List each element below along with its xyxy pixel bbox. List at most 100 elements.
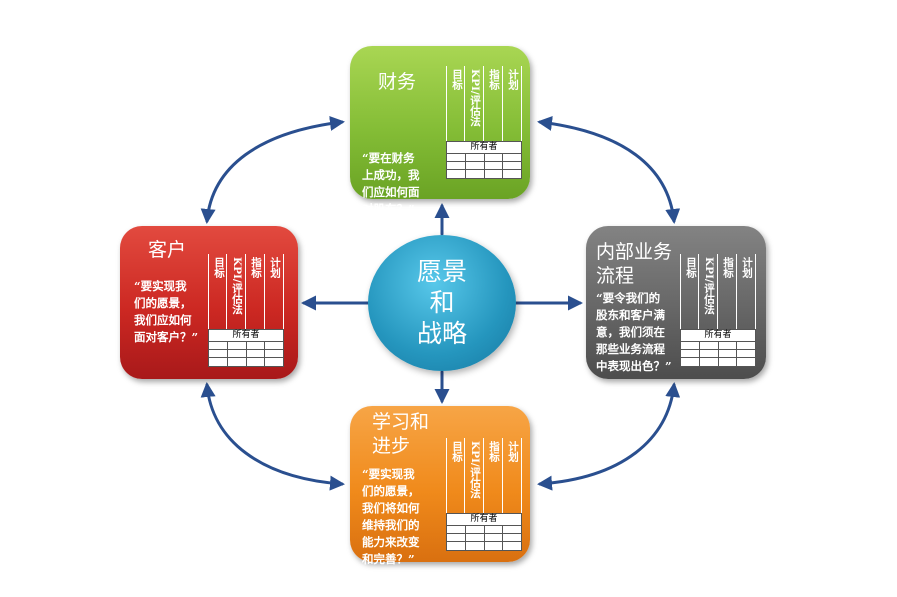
owner-table-cell — [503, 162, 521, 169]
owner-table-row — [209, 350, 283, 358]
customer-title: 客户 — [148, 238, 186, 262]
grid-header-label: 指标 — [722, 257, 734, 278]
customer-desc-line: “要实现我 — [134, 279, 187, 293]
owner-label: 所有者 — [447, 142, 521, 154]
owner-table-cell — [503, 534, 521, 541]
arrow-internal-learning — [537, 382, 681, 491]
grid-header-label: 指标 — [250, 257, 262, 278]
owner-table-cell — [466, 162, 485, 169]
owner-table: 所有者 — [446, 141, 522, 179]
owner-table-cell — [737, 358, 755, 366]
customer-grid: 目标 KPI/评估法指标计划所有者 — [208, 254, 284, 367]
grid-header-column: 目标 — [208, 254, 227, 329]
grid-header-label: KPI/评估法 — [231, 257, 243, 315]
finance-desc-line: 对股东？” — [362, 202, 415, 216]
internal-desc-line: 股东和客户满 — [596, 308, 665, 322]
owner-table-cell — [466, 170, 485, 178]
owner-table-cell — [719, 350, 738, 357]
grid-header-column: 指标 — [246, 254, 265, 329]
internal-process-title: 内部业务流程 — [596, 240, 672, 288]
finance-desc-line: 上成功，我 — [362, 168, 420, 182]
grid-header-label: 目标 — [213, 257, 225, 278]
internal-desc-line: 意，我们须在 — [596, 325, 665, 339]
learning-title: 学习和进步 — [372, 410, 429, 458]
grid-header-column: 计划 — [503, 66, 522, 141]
owner-table-row — [447, 534, 521, 542]
owner-table-cell — [466, 154, 485, 161]
grid-header-label: 计划 — [269, 257, 281, 278]
owner-table-cell — [719, 358, 738, 366]
learning-desc-line: 们的愿景， — [362, 484, 420, 498]
finance-description: “要在财务上成功，我们应如何面对股东？” — [362, 150, 460, 218]
vision-strategy-circle: 愿景和战略 — [368, 235, 516, 371]
learning-desc-line: 能力来改变 — [362, 535, 420, 549]
grid-header-column: KPI/评估法 — [699, 254, 718, 329]
finance-desc-line: “要在财务 — [362, 151, 415, 165]
center-text-line: 愿景 — [416, 257, 467, 286]
owner-table-row — [209, 358, 283, 366]
owner-table-cell — [228, 342, 247, 349]
owner-table-cell — [228, 358, 247, 366]
arrow-finance-internal — [537, 116, 681, 224]
owner-table-cell — [737, 350, 755, 357]
finance-title: 财务 — [378, 70, 416, 94]
customer-box: 客户 “要实现我们的愿景，我们应如何面对客户？” 目标 KPI/评估法指标计划所有… — [120, 226, 298, 379]
learning-desc-line: “要实现我 — [362, 467, 415, 481]
owner-table: 所有者 — [680, 329, 756, 367]
grid-header-column: KPI/评估法 — [227, 254, 246, 329]
owner-table-cell — [700, 342, 719, 349]
learning-desc-line: 我们将如何 — [362, 501, 420, 515]
grid-header-label: 目标 — [685, 257, 697, 278]
grid-header-label: 计划 — [507, 441, 519, 462]
owner-table-cell — [681, 358, 700, 366]
grid-header-column: 目标 — [446, 66, 465, 141]
owner-label: 所有者 — [209, 330, 283, 342]
owner-table: 所有者 — [446, 513, 522, 551]
owner-table-cell — [485, 162, 504, 169]
owner-table-cell — [247, 358, 266, 366]
owner-table-cell — [447, 154, 466, 161]
owner-table-cell — [503, 542, 521, 550]
learning-desc-line: 维持我们的 — [362, 518, 420, 532]
owner-table-row — [681, 350, 755, 358]
grid-header-column: 指标 — [718, 254, 737, 329]
owner-table-row — [447, 542, 521, 550]
grid-header-column: 计划 — [503, 438, 522, 513]
owner-table-cell — [466, 526, 485, 533]
center-text-line: 和 — [429, 288, 455, 317]
owner-table-cell — [485, 170, 504, 178]
grid-header-column: 目标 — [446, 438, 465, 513]
grid-header-label: 计划 — [741, 257, 753, 278]
owner-table-cell — [681, 350, 700, 357]
internal-desc-line: 那些业务流程 — [596, 342, 665, 356]
finance-desc-line: 们应如何面 — [362, 185, 420, 199]
owner-table-cell — [503, 154, 521, 161]
owner-table-cell — [247, 342, 266, 349]
arrow-customer-learning — [200, 382, 345, 491]
owner-label: 所有者 — [681, 330, 755, 342]
grid-header-label: 指标 — [488, 441, 500, 462]
customer-description: “要实现我们的愿景，我们应如何面对客户？” — [134, 278, 234, 346]
owner-table-cell — [737, 342, 755, 349]
grid-header-label: 目标 — [451, 69, 463, 90]
customer-desc-line: 我们应如何 — [134, 313, 192, 327]
learning-desc-line: 和完善？” — [362, 552, 415, 566]
owner-table-cell — [228, 350, 247, 357]
owner-table-cell — [209, 358, 228, 366]
owner-table-cell — [503, 170, 521, 178]
finance-title-line: 财务 — [378, 71, 417, 93]
internal-process-description: “要令我们的股东和客户满意，我们须在那些业务流程中表现出色？” — [596, 290, 686, 375]
grid-header-label: 指标 — [488, 69, 500, 90]
owner-table-cell — [247, 350, 266, 357]
grid-header-column: 指标 — [484, 66, 503, 141]
owner-table-row — [447, 170, 521, 178]
owner-table-cell — [447, 170, 466, 178]
grid-header-columns: 目标 KPI/评估法指标计划 — [208, 254, 284, 329]
grid-header-column: 计划 — [265, 254, 284, 329]
